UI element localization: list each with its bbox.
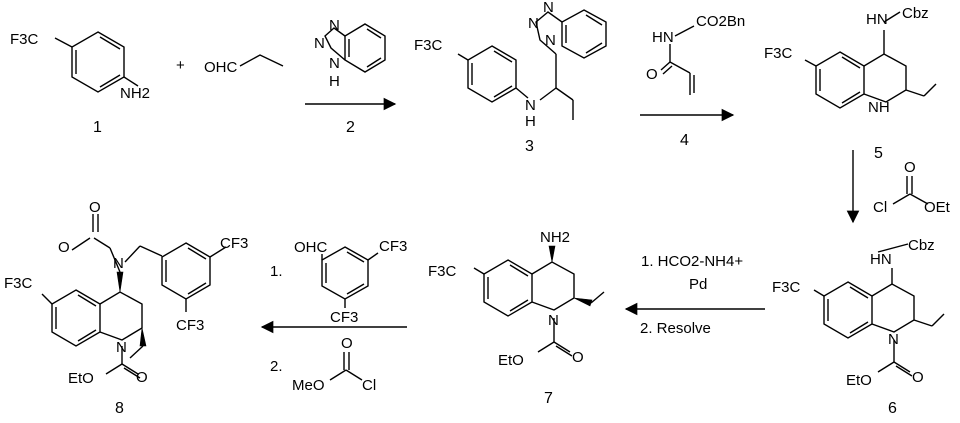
reagent-ethyl-chloroformate: O Cl OEt [873,159,951,216]
aldehyde-step-label: 1. [270,263,283,280]
compound-1-cf3: F3C [10,31,39,48]
compound-3-number: 3 [525,138,534,155]
compound-8-cf3: F3C [4,275,33,292]
methyl-chloroformate-cl: Cl [362,377,376,394]
propanal-ohc: OHC [204,59,238,76]
compound-3-n2: N [528,15,539,32]
aldehyde-ohc: OHC [294,239,328,256]
benzotriazole-n-mid: N [314,35,325,52]
compound-7-cf3: F3C [428,263,457,280]
compound-5: HN Cbz F3C NH 5 [764,5,937,162]
compound-6-number: 6 [888,400,897,417]
compound-8-n: N [113,255,124,272]
compound-6-eto: EtO [846,372,872,389]
acrylamide-co2bn: CO2Bn [696,13,745,30]
compound-7-o: O [572,349,584,366]
compound-8: O O N CF3 CF3 F3C N O EtO 8 [4,199,248,417]
step-4-label: 4 [680,132,689,149]
methyl-chloroformate-label: 2. [270,358,283,375]
compound-8-o2: O [58,239,70,256]
benzotriazole-n-bot: N [329,55,340,72]
deprotect-line-1: 1. HCO2-NH4+ [641,253,743,270]
reagent-propanal: OHC [204,54,284,76]
reagent-methyl-chloroformate: 2. O MeO Cl [270,335,376,394]
acrylamide-o: O [646,66,658,83]
compound-6-cf3: F3C [772,279,801,296]
benzotriazole-triazole [324,27,346,61]
compound-7-amine-wedge [548,245,556,263]
ethyl-chloroformate-cl: Cl [873,199,887,216]
compound-7-ethyl-wedge [573,297,593,307]
compound-7-eto: EtO [498,352,524,369]
compound-6-o: O [912,369,924,386]
compound-1-structure [54,31,139,93]
compound-6-cbz: Cbz [908,237,935,254]
ethyl-chloroformate-o: O [904,159,916,176]
compound-5-ring-nh: NH [868,99,890,116]
compound-6: HN Cbz F3C N O EtO 6 [772,237,945,417]
acrylamide-hn: HN [652,29,674,46]
compound-3-nh: N [525,97,536,114]
compound-8-o1: O [89,199,101,216]
compound-3-cf3: F3C [414,37,443,54]
compound-1: F3C NH2 1 [10,31,150,136]
reagent-aldehyde: 1. OHC CF3 CF3 [270,238,407,326]
benzotriazole-n-top: N [329,17,340,34]
compound-1-amine: NH2 [120,85,150,102]
plus-sign: + [176,57,185,74]
compound-1-number: 1 [93,119,102,136]
compound-6-hn: HN [870,251,892,268]
compound-8-ring-n: N [116,339,127,356]
compound-7-ring-n: N [548,312,559,329]
compound-3-n1: N [543,0,554,16]
compound-3: F3C N H N N N 3 [414,0,607,155]
deprotect-line-3: 2. Resolve [640,320,711,337]
compound-3-structure [457,9,607,120]
reagent-cbz-acrylamide: HN CO2Bn O [646,13,745,95]
propanal-chain [239,54,284,67]
compound-8-eto: EtO [68,370,94,387]
aldehyde-cf3-bot: CF3 [330,309,358,326]
compound-8-structure [41,214,227,379]
benzotriazole-h: H [329,73,340,90]
reagent-benzotriazole: N N N H [314,17,386,90]
deprotect-line-2: Pd [689,276,707,293]
compound-7-number: 7 [544,390,553,407]
step-2-label: 2 [346,119,355,136]
compound-8-ethyl-wedge [139,327,147,347]
compound-5-structure [804,11,937,109]
compound-5-cf3: F3C [764,45,793,62]
methyl-chloroformate-meo: MeO [292,377,325,394]
aldehyde-cf3-top: CF3 [379,238,407,255]
compound-5-hn: HN [866,11,888,28]
compound-7: NH2 F3C N O EtO 7 [428,229,605,407]
compound-8-number: 8 [115,400,124,417]
compound-5-number: 5 [874,145,883,162]
ethyl-chloroformate-oet: OEt [924,199,951,216]
benzotriazole-benzene [344,23,386,73]
compound-7-structure [473,245,605,357]
compound-3-n3: N [545,32,556,49]
compound-6-ring-n: N [888,331,899,348]
compound-7-amine: NH2 [540,229,570,246]
compound-3-nh-h: H [525,113,536,130]
compound-8-o3: O [136,369,148,386]
compound-8-n-wedge [116,271,124,293]
compound-8-cf3-a: CF3 [220,235,248,252]
methyl-chloroformate-o: O [341,335,353,352]
compound-6-structure [813,243,945,377]
compound-8-cf3-b: CF3 [176,317,204,334]
compound-5-cbz: Cbz [902,5,929,22]
